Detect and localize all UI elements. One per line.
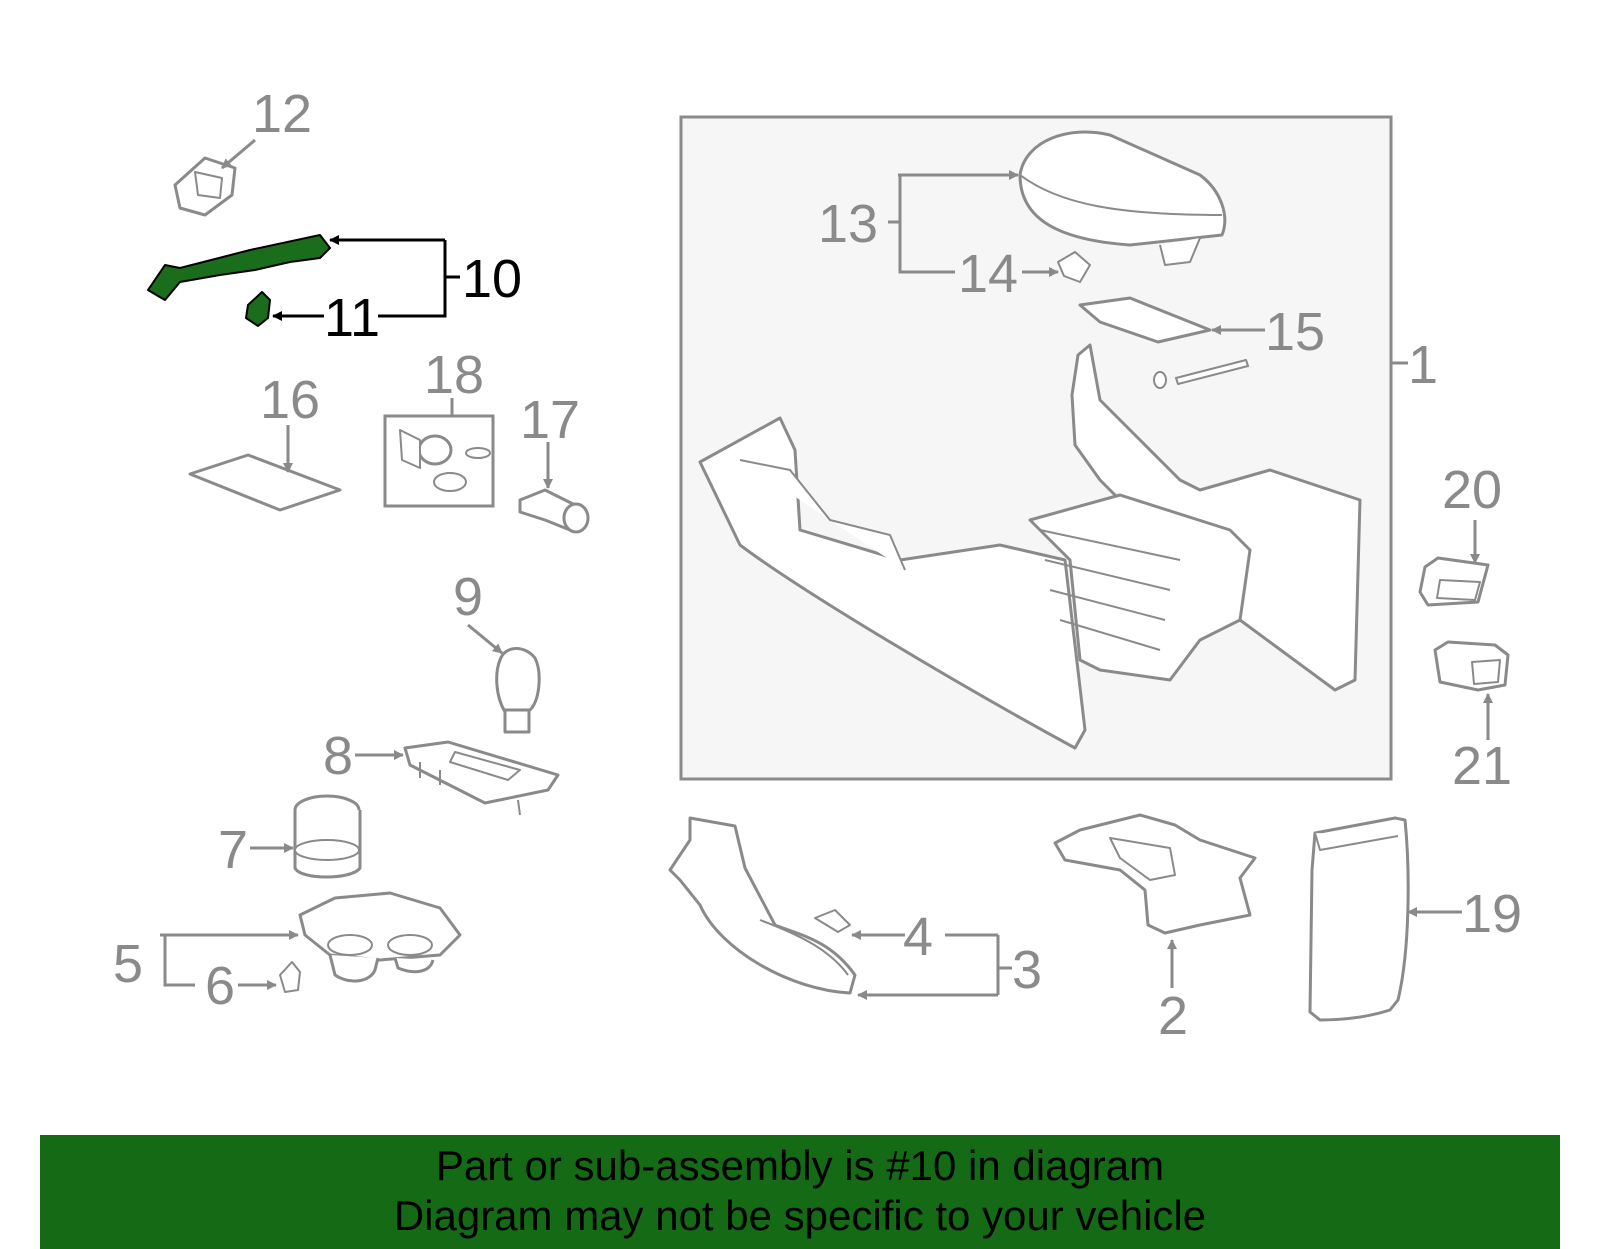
bracket-part-2[interactable] — [1053, 813, 1257, 935]
callout-14: 14 — [958, 244, 1018, 304]
callout-6: 6 — [205, 956, 235, 1016]
callout-19: 19 — [1462, 884, 1522, 944]
clip-part-14[interactable] — [1057, 251, 1091, 283]
callout-3: 3 — [1012, 940, 1042, 1000]
mat-part-15[interactable] — [1078, 296, 1212, 344]
info-banner: Part or sub-assembly is #10 in diagram D… — [40, 1135, 1560, 1249]
callout-11: 11 — [324, 288, 380, 348]
socket-part-18[interactable] — [399, 429, 491, 492]
callout-12: 12 — [252, 84, 312, 144]
callout-13: 13 — [818, 194, 878, 254]
banner-line-1: Part or sub-assembly is #10 in diagram — [435, 1142, 1165, 1189]
callout-8: 8 — [323, 726, 353, 786]
callout-21: 21 — [1452, 736, 1512, 796]
cup-holder-part-5[interactable] — [298, 891, 462, 983]
callout-4: 4 — [903, 907, 933, 967]
shift-bezel-part-8[interactable] — [403, 740, 560, 816]
callout-17: 17 — [520, 390, 580, 450]
armrest-lid-part[interactable] — [1018, 130, 1227, 266]
pad-part-16[interactable] — [188, 453, 342, 512]
callout-18: 18 — [424, 345, 484, 405]
bracket-part-10[interactable] — [147, 234, 331, 301]
seal-part — [1153, 371, 1167, 389]
clip-part-4[interactable] — [814, 909, 851, 933]
end-cover-part-19[interactable] — [1308, 816, 1410, 1022]
switch-part-20[interactable] — [1418, 556, 1490, 607]
strip-part — [1175, 359, 1249, 385]
banner-line-2: Diagram may not be specific to your vehi… — [393, 1192, 1207, 1239]
callout-20: 20 — [1442, 460, 1502, 520]
lighter-part-17[interactable] — [518, 488, 590, 534]
shift-knob-part-9[interactable] — [495, 647, 541, 734]
switch-part-21[interactable] — [1433, 640, 1510, 692]
clip-part-11[interactable] — [245, 291, 271, 327]
callout-2: 2 — [1158, 986, 1188, 1046]
callout-9: 9 — [453, 567, 483, 627]
callout-10: 10 — [462, 249, 522, 309]
switch-part-12[interactable] — [173, 156, 237, 217]
side-panel-part-3[interactable] — [668, 816, 857, 995]
callout-1: 1 — [1408, 335, 1438, 395]
callout-5: 5 — [113, 934, 143, 994]
clip-part-6[interactable] — [279, 961, 301, 993]
callout-15: 15 — [1265, 302, 1325, 362]
console-body-part[interactable] — [698, 343, 1362, 750]
cup-insert-part-7[interactable] — [293, 794, 362, 879]
callout-16: 16 — [260, 370, 320, 430]
callout-7: 7 — [218, 820, 248, 880]
